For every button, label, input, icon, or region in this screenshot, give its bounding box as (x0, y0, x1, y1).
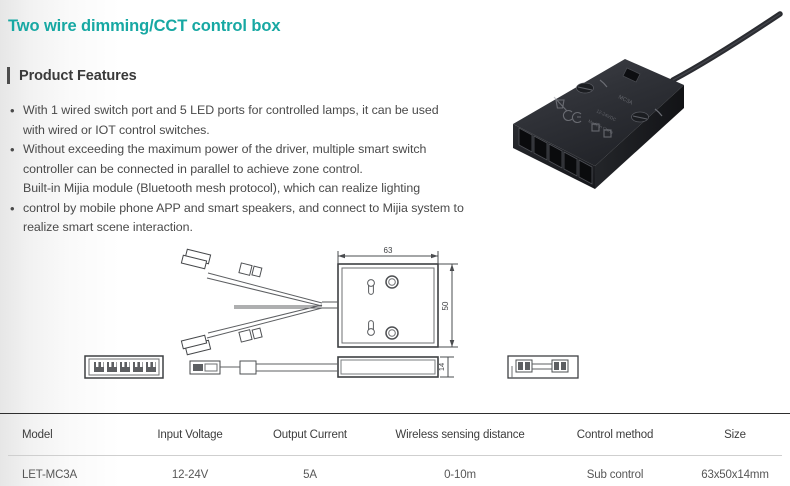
feature-item: • With 1 wired switch port and 5 LED port… (10, 101, 510, 121)
feature-item: • Without exceeding the maximum power of … (10, 140, 510, 160)
product-features-heading: Product Features (7, 67, 137, 84)
feature-text: Built-in Mijia module (Bluetooth mesh pr… (23, 181, 421, 195)
page-title: Two wire dimming/CCT control box (8, 17, 281, 35)
header-control-method: Control method (576, 428, 654, 441)
specification-table: Model Input Voltage Output Current Wirel… (0, 414, 790, 485)
feature-item-continuation: •controller can be connected in parallel… (10, 160, 510, 180)
topview-terminal-plugs (180, 248, 212, 356)
topview-mount-top (367, 275, 399, 295)
bullet-icon: • (10, 200, 15, 216)
section-title-text: Product Features (19, 67, 137, 84)
enclosure-top-face (513, 59, 684, 166)
feature-text: Without exceeding the maximum power of t… (23, 142, 427, 156)
feature-text: control by mobile phone APP and smart sp… (23, 200, 464, 215)
header-model: Model (22, 428, 53, 441)
table-top-border (0, 413, 790, 414)
mounting-screws (576, 82, 649, 123)
table-header-row: Model Input Voltage Output Current Wirel… (0, 414, 790, 455)
feature-text: with wired or IOT control switches. (23, 122, 210, 137)
cable-entry-boss (622, 67, 641, 83)
frontview-port-connector (84, 355, 164, 379)
header-output-current: Output Current (273, 428, 347, 441)
product-photo: MC3A 12-24VDC Made in China (488, 2, 790, 214)
feature-text: With 1 wired switch port and 5 LED ports… (23, 103, 439, 117)
topview-branch-cables (206, 272, 323, 339)
sideview-cable-assembly (189, 360, 338, 375)
cell-output-current: 5A (303, 469, 317, 481)
dim-width-label: 63 (384, 246, 393, 255)
topview-outer-outline (337, 263, 439, 348)
feature-list: • With 1 wired switch port and 5 LED port… (10, 101, 510, 238)
sideview-enclosure (337, 356, 439, 378)
dim-depth-label: 14 (437, 363, 446, 371)
topview-inner-outline (341, 267, 435, 344)
topview-mount-bottom (367, 320, 399, 340)
keyhole-marks (599, 79, 663, 117)
cell-model: LET-MC3A (22, 469, 78, 481)
bullet-icon: • (10, 103, 15, 118)
topview-inline-connectors (238, 262, 263, 343)
heading-accent-bar (7, 67, 10, 84)
feature-item-continuation: •realize smart scene interaction. (10, 218, 510, 238)
header-input-voltage: Input Voltage (157, 428, 223, 441)
feature-text: controller can be connected in parallel … (23, 161, 363, 176)
cell-size: 63x50x14mm (701, 469, 769, 481)
product-cable (670, 11, 783, 83)
port-openings (518, 127, 593, 185)
certification-icons (553, 96, 612, 138)
dim-height-label: 50 (441, 301, 450, 310)
technical-drawing-svg: 63 50 14 (84, 246, 579, 379)
table-header-divider (8, 455, 782, 456)
feature-item-continuation: •Built-in Mijia module (Bluetooth mesh p… (10, 179, 510, 199)
cell-control-method: Sub control (586, 469, 644, 481)
technical-drawing: 63 50 14 (0, 238, 790, 403)
feature-text: realize smart scene interaction. (23, 220, 193, 234)
enclosure-side-face (595, 85, 684, 189)
header-wireless-sensing-distance: Wireless sensing distance (395, 428, 525, 441)
table-row: LET-MC3A 12-24V 5A 0-10m Sub control 63x… (0, 455, 790, 485)
feature-item-continuation: •with wired or IOT control switches. (10, 121, 510, 141)
bullet-icon: • (10, 142, 15, 157)
cell-input-voltage: 12-24V (171, 469, 209, 481)
product-photo-illustration: MC3A 12-24VDC Made in China (513, 11, 783, 189)
cell-wireless-sensing-distance: 0-10m (444, 469, 476, 481)
header-size: Size (724, 428, 746, 441)
feature-item: • control by mobile phone APP and smart s… (10, 199, 510, 219)
connector-detail-view (507, 355, 579, 379)
